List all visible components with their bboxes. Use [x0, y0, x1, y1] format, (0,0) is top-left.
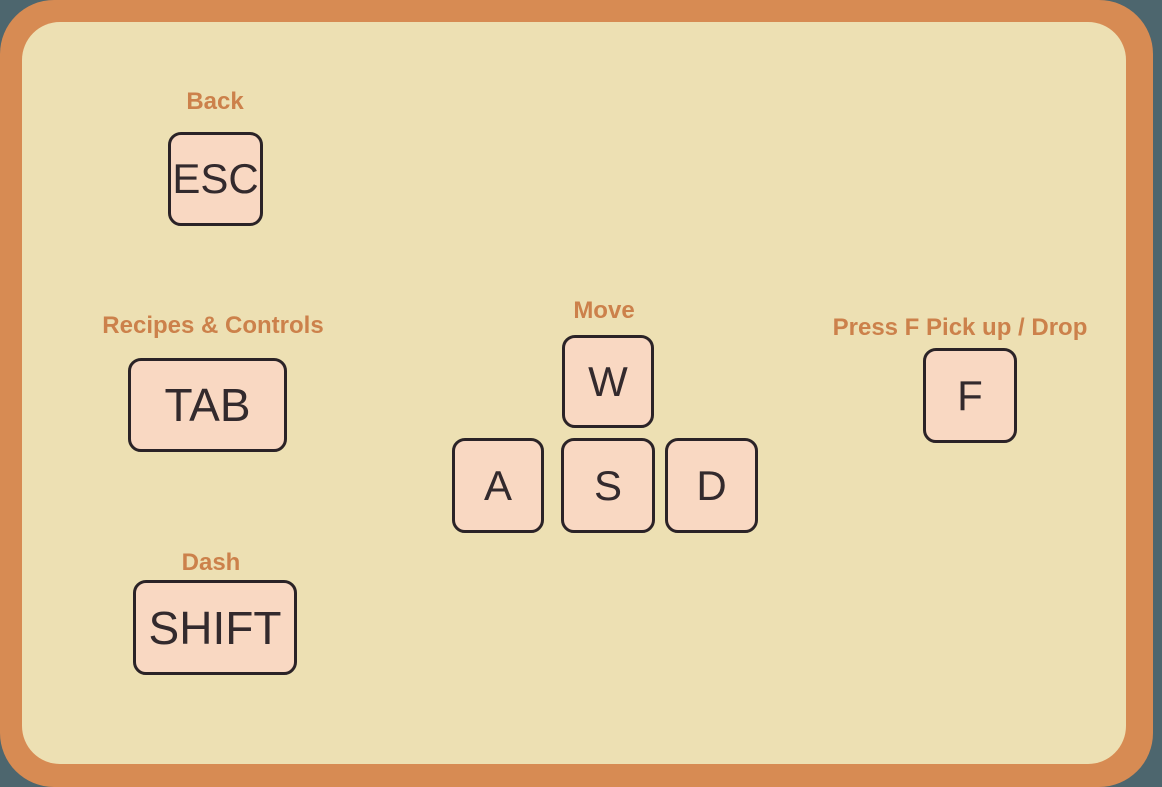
w-key: W — [562, 335, 654, 428]
esc-key: ESC — [168, 132, 263, 226]
s-key: S — [561, 438, 655, 533]
a-key: A — [452, 438, 544, 533]
recipes-controls-label: Recipes & Controls — [102, 312, 324, 339]
d-key: D — [665, 438, 758, 533]
dash-label: Dash — [181, 549, 241, 576]
tab-key: TAB — [128, 358, 287, 452]
f-key: F — [923, 348, 1017, 443]
move-label: Move — [573, 297, 635, 324]
back-label: Back — [186, 88, 244, 115]
shift-key: SHIFT — [133, 580, 297, 675]
pickup-drop-label: Press F Pick up / Drop — [832, 314, 1088, 341]
